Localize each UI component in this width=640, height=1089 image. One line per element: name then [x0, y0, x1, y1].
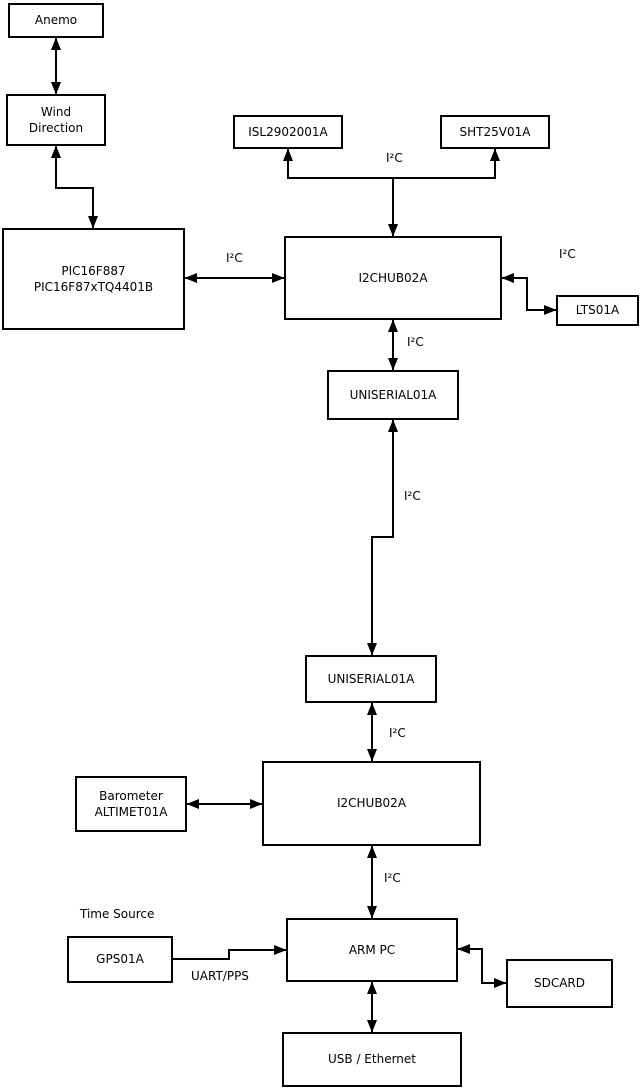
- connector-gps-armpc: [173, 945, 287, 960]
- box-sht25v01a: SHT25V01A: [440, 115, 550, 149]
- connector-wind-pic: [51, 145, 98, 229]
- connector-isl-i2chub-top: [283, 148, 398, 237]
- edge-label-i2c-long-link: I²C: [404, 489, 421, 503]
- box-barometer-altimet01a: Barometer ALTIMET01A: [75, 776, 187, 832]
- box-uniserial01a-bottom: UNISERIAL01A: [305, 655, 437, 703]
- box-uniserial01a-top: UNISERIAL01A: [327, 370, 459, 420]
- edge-label-i2c-pic-hub: I²C: [226, 251, 243, 265]
- connector-uniserial-long-link: [367, 419, 398, 656]
- edge-label-i2c-hub-arm: I²C: [384, 871, 401, 885]
- box-gps01a: GPS01A: [67, 936, 173, 983]
- box-wind-direction: Wind Direction: [6, 94, 106, 146]
- box-lts01a: LTS01A: [556, 295, 639, 326]
- box-anemo: Anemo: [8, 3, 104, 38]
- edge-label-i2c-hub-uniserial: I²C: [407, 335, 424, 349]
- box-usb-ethernet: USB / Ethernet: [282, 1032, 462, 1087]
- box-pic: PIC16F887 PIC16F87xTQ4401B: [2, 228, 185, 330]
- edge-label-uart-pps: UART/PPS: [191, 969, 249, 983]
- box-isl2902001a: ISL2902001A: [233, 115, 343, 149]
- box-i2chub02a-top: I2CHUB02A: [284, 236, 502, 320]
- box-arm-pc: ARM PC: [286, 918, 458, 982]
- edge-label-time-source: Time Source: [80, 907, 155, 921]
- connector-i2chub-top-lts: [501, 273, 557, 315]
- connector-sht-branch: [393, 148, 500, 179]
- edge-label-i2c-sensors: I²C: [386, 151, 403, 165]
- box-sdcard: SDCARD: [506, 959, 613, 1008]
- box-i2chub02a-bottom: I2CHUB02A: [262, 761, 481, 846]
- edge-label-i2c-uniserial-hub: I²C: [389, 726, 406, 740]
- connector-armpc-sdcard: [457, 944, 507, 988]
- edge-label-i2c-lts: I²C: [559, 247, 576, 261]
